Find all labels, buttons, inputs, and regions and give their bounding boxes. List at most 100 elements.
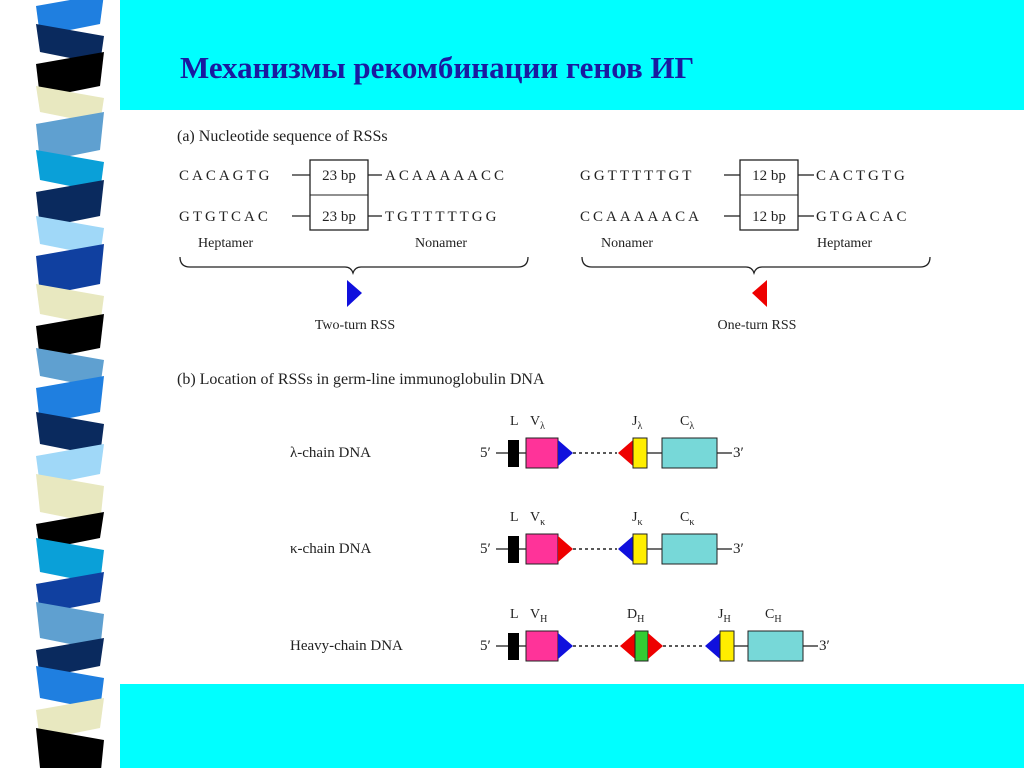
row-label: κ-chain DNA bbox=[290, 541, 371, 557]
j-label: Jκ bbox=[632, 510, 643, 528]
rss-right-group: GGTTTTTGT 12 bp CACTGTG CCAAAAACA 12 bp … bbox=[580, 159, 931, 333]
c-subscript: H bbox=[774, 614, 781, 625]
c-label: Cλ bbox=[680, 414, 694, 432]
j-segment bbox=[632, 437, 648, 469]
d-segment bbox=[634, 630, 649, 662]
rss-12-triangle bbox=[618, 440, 633, 466]
panel-b-title: (b) Location of RSSs in germ-line immuno… bbox=[177, 371, 545, 388]
right-spacer-bottom: 12 bp bbox=[752, 209, 786, 225]
j-subscript: λ bbox=[637, 421, 642, 432]
j-subscript: H bbox=[723, 614, 730, 625]
right-bottom-nonamer: CCAAAAACA bbox=[580, 209, 702, 225]
right-top-heptamer: CACTGTG bbox=[816, 168, 908, 184]
stripe-band bbox=[36, 474, 104, 524]
one-turn-rss-triangle bbox=[752, 280, 767, 307]
v-segment bbox=[525, 630, 559, 662]
row-label: Heavy-chain DNA bbox=[290, 638, 403, 654]
rss-23-triangle bbox=[618, 536, 633, 562]
right-heptamer-label: Heptamer bbox=[817, 236, 873, 251]
c-segment bbox=[661, 533, 718, 565]
j-subscript: κ bbox=[637, 517, 642, 528]
c-letter: C bbox=[680, 510, 689, 525]
stripe-band bbox=[36, 602, 104, 650]
stripe-band bbox=[36, 444, 104, 486]
l-label: L bbox=[510, 510, 519, 525]
left-spacer-bottom: 23 bp bbox=[322, 209, 356, 225]
heavy-chain-row: Heavy-chain DNA 5′ 3′ L VH DH JH CH bbox=[290, 607, 830, 662]
right-brace bbox=[581, 256, 931, 276]
two-turn-rss-triangle bbox=[347, 280, 362, 307]
l-label: L bbox=[510, 607, 519, 622]
stripe-band bbox=[36, 348, 104, 388]
decorative-stripe-column bbox=[0, 0, 120, 773]
stripe-group bbox=[36, 0, 104, 773]
stripe-band bbox=[36, 112, 104, 162]
stripe-band bbox=[36, 52, 104, 98]
rss-12-triangle bbox=[620, 633, 635, 659]
v-subscript: H bbox=[540, 614, 547, 625]
three-prime-label: 3′ bbox=[819, 638, 830, 654]
rss-23-triangle bbox=[558, 633, 573, 659]
stripe-band bbox=[36, 86, 104, 124]
header-band bbox=[120, 0, 1024, 110]
j-letter: J bbox=[718, 607, 724, 622]
j-segment bbox=[719, 630, 735, 662]
rss-12-triangle bbox=[648, 633, 663, 659]
rss-12-triangle bbox=[558, 536, 573, 562]
panel-a-title: (a) Nucleotide sequence of RSSs bbox=[177, 128, 388, 145]
stripe-band bbox=[36, 376, 104, 424]
three-prime-label: 3′ bbox=[733, 541, 744, 557]
d-letter: D bbox=[627, 607, 637, 622]
c-subscript: κ bbox=[689, 517, 694, 528]
lambda-chain-row: λ-chain DNA 5′ 3′ L Vλ Jλ Cλ bbox=[290, 414, 744, 469]
stripe-band bbox=[36, 412, 104, 456]
rss-23-triangle bbox=[705, 633, 720, 659]
j-label: Jλ bbox=[632, 414, 642, 432]
one-turn-rss-caption: One-turn RSS bbox=[718, 318, 797, 333]
v-letter: V bbox=[530, 607, 540, 622]
stripe-band bbox=[36, 572, 104, 614]
right-top-nonamer: GGTTTTTGT bbox=[580, 168, 694, 184]
d-subscript: H bbox=[637, 614, 644, 625]
j-label: JH bbox=[718, 607, 731, 625]
stripe-band bbox=[36, 638, 104, 678]
stripe-band bbox=[36, 216, 104, 256]
j-letter: J bbox=[632, 510, 638, 525]
rss-left-group: CACAGTG 23 bp ACAAAAACC GTGTCAC 23 bp TG… bbox=[179, 159, 529, 333]
row-label: λ-chain DNA bbox=[290, 445, 371, 461]
stripe-band bbox=[36, 698, 104, 740]
c-segment bbox=[747, 630, 804, 662]
two-turn-rss-caption: Two-turn RSS bbox=[315, 318, 395, 333]
l-label: L bbox=[510, 414, 519, 429]
stripe-band bbox=[36, 538, 104, 584]
footer-band bbox=[120, 684, 1024, 768]
slide-title: Механизмы рекомбинации генов ИГ bbox=[180, 50, 695, 85]
v-letter: V bbox=[530, 510, 540, 525]
kappa-chain-row: κ-chain DNA 5′ 3′ L Vκ Jκ Cκ bbox=[290, 510, 744, 565]
stripe-band bbox=[36, 244, 104, 296]
stripe-band bbox=[36, 728, 104, 773]
v-subscript: λ bbox=[540, 421, 545, 432]
left-top-nonamer: ACAAAAACC bbox=[385, 168, 507, 184]
stripe-band bbox=[36, 666, 104, 710]
leader-segment bbox=[508, 440, 519, 467]
leader-segment bbox=[508, 633, 519, 660]
stripe-band bbox=[36, 24, 104, 64]
stripe-band bbox=[36, 284, 104, 326]
right-spacer-top: 12 bp bbox=[752, 168, 786, 184]
right-bottom-heptamer: GTGACAC bbox=[816, 209, 910, 225]
c-segment bbox=[661, 437, 718, 469]
rss-diagram: (a) Nucleotide sequence of RSSs CACAGTG … bbox=[177, 128, 931, 662]
rss-23-triangle bbox=[558, 440, 573, 466]
stripe-pattern bbox=[0, 0, 120, 773]
stripe-band bbox=[36, 314, 104, 360]
v-segment bbox=[525, 437, 559, 469]
j-segment bbox=[632, 533, 648, 565]
c-subscript: λ bbox=[689, 421, 694, 432]
v-label: VH bbox=[530, 607, 547, 625]
d-label: DH bbox=[627, 607, 644, 625]
v-label: Vκ bbox=[530, 510, 545, 528]
j-letter: J bbox=[632, 414, 638, 429]
stripe-band bbox=[36, 512, 104, 550]
v-subscript: κ bbox=[540, 517, 545, 528]
